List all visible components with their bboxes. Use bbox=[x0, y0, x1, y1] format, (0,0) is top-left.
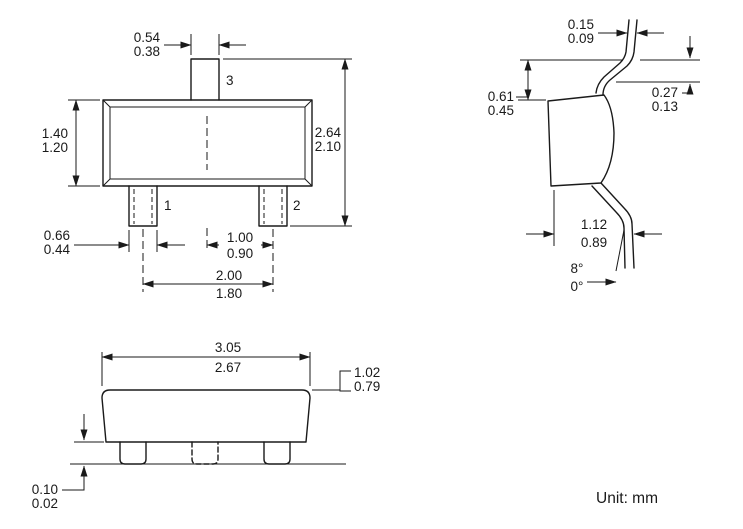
dim-max-label: 0.10 bbox=[32, 482, 58, 497]
dim-lead-angle: 8° 0° bbox=[571, 261, 617, 294]
bottom-lead-outer bbox=[600, 182, 635, 269]
shoulder-extension-lines bbox=[520, 59, 700, 83]
dim-height: 1.12 0.89 bbox=[526, 190, 662, 250]
lead-angle-line bbox=[615, 229, 625, 272]
dim-min-label: 2.10 bbox=[315, 139, 341, 154]
pin3-label: 3 bbox=[226, 73, 234, 88]
dim-lead-thickness: 0.15 0.09 bbox=[568, 17, 664, 46]
pin2-lead bbox=[258, 185, 288, 227]
dim-foot-length: 0.27 0.13 bbox=[652, 36, 694, 114]
dim-max-label: 1.00 bbox=[227, 230, 253, 245]
side-view: 0.15 0.09 0.27 0.13 0.61 0.45 1.12 0.89 bbox=[488, 17, 700, 294]
dim-lead-width: 0.66 0.44 bbox=[44, 228, 185, 257]
dim-max-label: 1.02 bbox=[354, 365, 380, 380]
dim-lead-pitch: 1.00 0.90 bbox=[206, 230, 274, 261]
dim-lead-span: 2.00 1.80 bbox=[142, 268, 274, 301]
bottom-lead-inner bbox=[591, 185, 626, 269]
extension-lines bbox=[68, 99, 100, 187]
dim-max-label: 0.15 bbox=[568, 17, 594, 32]
foot-2-hidden bbox=[191, 441, 219, 465]
top-lead-inner bbox=[595, 19, 630, 94]
foot-3 bbox=[263, 441, 291, 465]
pin1-label: 1 bbox=[164, 198, 172, 213]
dim-min-label: 0.44 bbox=[44, 242, 71, 257]
dim-max-label: 1.40 bbox=[42, 126, 68, 141]
dim-max-label: 2.00 bbox=[216, 268, 242, 283]
pin1-lead bbox=[128, 185, 158, 227]
pin-hidden-lines bbox=[133, 189, 283, 224]
bottom-view: 3.05 2.67 1.02 0.79 0.10 0.02 bbox=[32, 340, 381, 511]
pin-centerlines bbox=[142, 229, 274, 292]
dim-min-label: 0.38 bbox=[134, 44, 160, 59]
side-body-outline bbox=[547, 94, 615, 187]
dim-min-label: 1.80 bbox=[216, 286, 242, 301]
dim-min-label: 0.13 bbox=[652, 99, 678, 114]
foot-1 bbox=[119, 441, 147, 465]
leader-arrow-up bbox=[682, 83, 694, 95]
dim-min-label: 0.02 bbox=[32, 496, 58, 511]
dim-max-label: 0.61 bbox=[488, 89, 514, 104]
top-lead-outer bbox=[602, 19, 638, 96]
dim-tab-width: 0.54 0.38 bbox=[134, 30, 246, 59]
dim-min-label: 0.09 bbox=[568, 31, 594, 46]
dim-max-label: 2.64 bbox=[315, 125, 342, 140]
dim-shoulder: 0.61 0.45 bbox=[488, 59, 546, 118]
dim-max-label: 0.54 bbox=[134, 30, 161, 45]
dim-body-height: 1.40 1.20 bbox=[42, 99, 100, 187]
dim-min-label: 0.79 bbox=[354, 379, 380, 394]
dim-max-label: 0.66 bbox=[44, 228, 70, 243]
dim-body-length: 3.05 2.67 bbox=[101, 340, 311, 386]
dim-min-label: 0° bbox=[571, 279, 584, 294]
dim-min-label: 0.89 bbox=[581, 235, 607, 250]
dim-standoff: 0.10 0.02 bbox=[32, 414, 104, 511]
body-corner-chamfers bbox=[102, 99, 313, 187]
unit-label: Unit: mm bbox=[596, 490, 658, 507]
dim-max-label: 1.12 bbox=[581, 217, 607, 232]
dim-min-label: 0.45 bbox=[488, 103, 514, 118]
dim-max-label: 3.05 bbox=[215, 340, 241, 355]
dim-overall-span: 2.64 2.10 bbox=[223, 58, 352, 227]
bracket bbox=[339, 370, 351, 392]
pin2-label: 2 bbox=[293, 198, 301, 213]
leader-arrow-up bbox=[62, 465, 88, 491]
front-view: 1 2 3 0.54 0.38 1.40 1.20 2.64 2.10 bbox=[42, 30, 352, 301]
dim-max-label: 8° bbox=[571, 261, 584, 276]
dim-body-thickness: 1.02 0.79 bbox=[312, 365, 380, 394]
dim-min-label: 1.20 bbox=[42, 140, 68, 155]
dim-min-label: 2.67 bbox=[215, 360, 241, 375]
bottom-body-outline bbox=[101, 389, 311, 443]
extension-lines bbox=[190, 34, 220, 55]
pin3-lead bbox=[190, 58, 220, 101]
dim-min-label: 0.90 bbox=[227, 246, 253, 261]
dim-max-label: 0.27 bbox=[652, 85, 678, 100]
